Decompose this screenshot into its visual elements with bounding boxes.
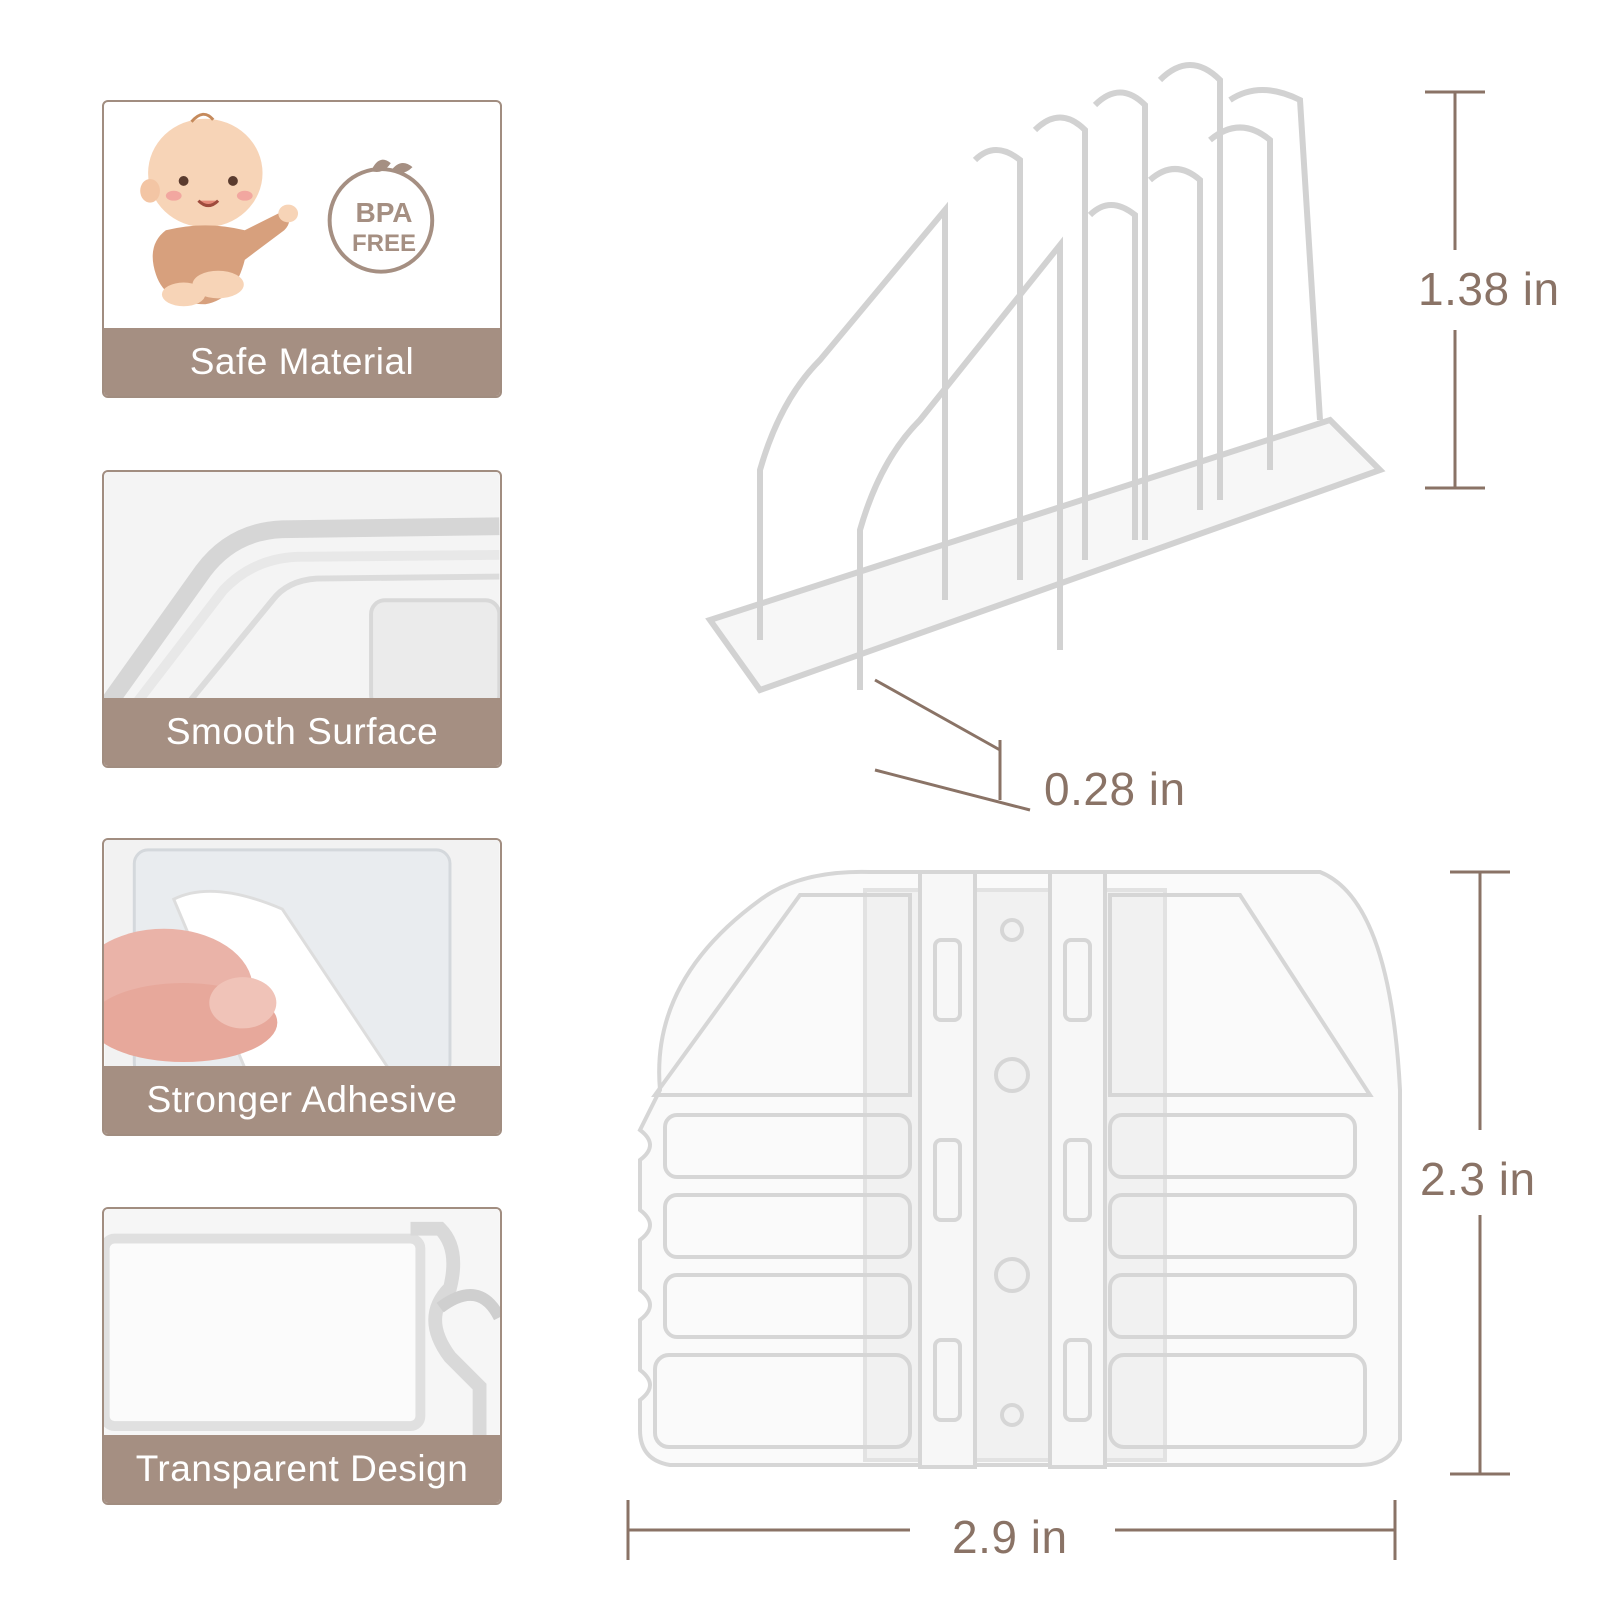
feature-card-stronger-adhesive: Stronger Adhesive	[102, 838, 502, 1136]
feature-card-transparent-design: Transparent Design	[102, 1207, 502, 1505]
height-dimension-label: 1.38 in	[1418, 263, 1560, 315]
baby-illustration	[140, 112, 435, 307]
depth-dimension-label: 0.28 in	[1044, 763, 1186, 815]
width-dimension-line	[626, 1500, 1397, 1560]
rack-3d-view	[705, 62, 1386, 694]
feature-label: Smooth Surface	[104, 698, 500, 766]
feature-label: Safe Material	[104, 328, 500, 396]
height-dimension-line	[1425, 90, 1485, 490]
width-dimension-label: 2.9 in	[952, 1511, 1068, 1563]
side-dimension-label: 2.3 in	[1420, 1153, 1536, 1205]
bpa-badge-text-2: FREE	[351, 230, 416, 257]
feature-label: Stronger Adhesive	[104, 1066, 500, 1134]
side-dimension-line	[1450, 870, 1510, 1476]
depth-dimension-line	[874, 678, 1031, 812]
bpa-badge-text-1: BPA	[355, 197, 413, 228]
rack-top-view	[637, 869, 1402, 1469]
feature-card-safe-material: BPA FREE Safe Material	[102, 100, 502, 398]
feature-card-smooth-surface: Smooth Surface	[102, 470, 502, 768]
bpa-free-badge-icon	[327, 159, 435, 274]
feature-label: Transparent Design	[104, 1435, 500, 1503]
